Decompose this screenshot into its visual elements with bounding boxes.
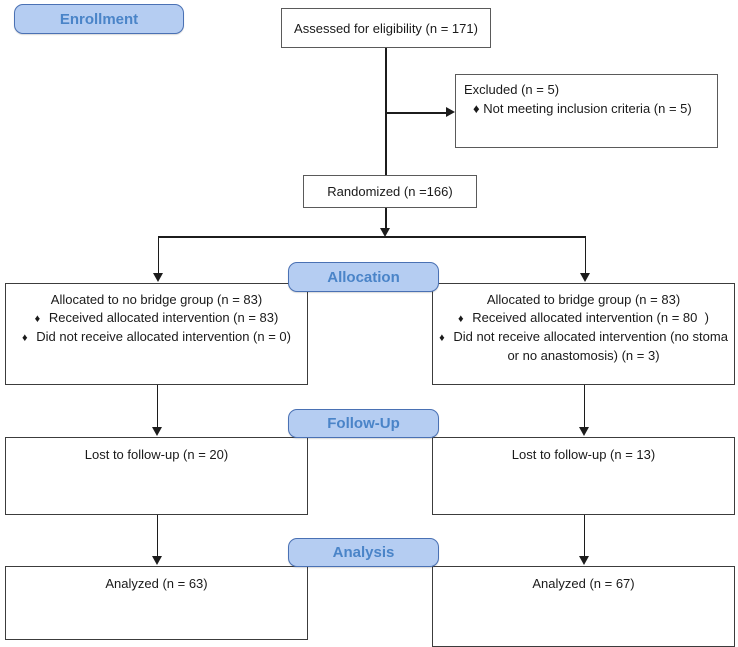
analysis-right-box: Analyzed (n = 67)	[432, 566, 735, 647]
followup-left-text: Lost to follow-up (n = 20)	[84, 447, 229, 462]
allocation-left-bullet-text: Did not receive allocated intervention (…	[36, 329, 291, 345]
bullet-diamond-icon: ♦	[473, 100, 480, 116]
arrowhead-down-icon	[151, 427, 162, 436]
connector-followup-to-analysis-right	[583, 515, 585, 557]
connector-followup-to-analysis-left	[156, 515, 158, 557]
stage-label-analysis: Analysis	[288, 538, 439, 567]
arrowhead-down-icon	[152, 273, 163, 282]
analysis-left-box: Analyzed (n = 63)	[5, 566, 308, 640]
allocation-right-title: Allocated to bridge group (n = 83)	[486, 292, 681, 307]
randomized-text: Randomized (n =166)	[327, 184, 453, 199]
bullet-item: ♦ Did not receive allocated intervention…	[433, 328, 734, 365]
connector-alloc-to-followup-left	[156, 385, 158, 428]
analysis-left-text: Analyzed (n = 63)	[105, 576, 208, 591]
stage-label-enrollment: Enrollment	[14, 4, 184, 34]
connector-alloc-to-followup-right	[583, 385, 585, 428]
allocation-left-box: Allocated to no bridge group (n = 83) ♦ …	[5, 283, 308, 385]
excluded-box: Excluded (n = 5) ♦ Not meeting inclusion…	[455, 74, 718, 148]
followup-right-text: Lost to follow-up (n = 13)	[511, 447, 656, 462]
stage-label-followup: Follow-Up	[288, 409, 439, 438]
allocation-left-title: Allocated to no bridge group (n = 83)	[50, 292, 263, 307]
connector-randomized-to-branch	[385, 208, 387, 229]
allocation-left-bullet-text: Received allocated intervention (n = 83)	[48, 310, 279, 326]
allocation-right-box: Allocated to bridge group (n = 83) ♦ Rec…	[432, 283, 735, 385]
arrowhead-down-icon	[380, 228, 390, 237]
bullet-diamond-icon: ♦	[22, 332, 28, 345]
bullet-item: ♦ Received allocated intervention (n = 8…	[433, 309, 734, 328]
connector-assessed-to-randomized	[385, 48, 387, 175]
allocation-right-bullet-text: Received allocated intervention (n = 80 …	[472, 310, 709, 326]
bullet-diamond-icon: ♦	[439, 332, 445, 345]
assessed-text: Assessed for eligibility (n = 171)	[294, 20, 478, 36]
followup-left-box: Lost to follow-up (n = 20)	[5, 437, 308, 515]
followup-right-box: Lost to follow-up (n = 13)	[432, 437, 735, 515]
connector-branch-to-alloc-right	[584, 236, 586, 274]
arrowhead-down-icon	[578, 556, 589, 565]
analysis-right-text: Analyzed (n = 67)	[532, 576, 635, 591]
bullet-item: ♦ Did not receive allocated intervention…	[6, 328, 307, 347]
arrowhead-down-icon	[151, 556, 162, 565]
assessed-box: Assessed for eligibility (n = 171)	[281, 8, 491, 48]
bullet-diamond-icon: ♦	[34, 313, 41, 326]
arrowhead-down-icon	[579, 273, 590, 282]
arrowhead-down-icon	[578, 427, 589, 436]
excluded-bullet-item: ♦ Not meeting inclusion criteria (n = 5)	[464, 100, 709, 119]
bullet-item: ♦ Received allocated intervention (n = 8…	[6, 309, 307, 328]
stage-label-allocation: Allocation	[288, 262, 439, 292]
randomized-box: Randomized (n =166)	[303, 175, 477, 208]
connector-branch-to-alloc-left	[157, 236, 159, 274]
allocation-right-bullet-text: Did not receive allocated intervention (…	[453, 329, 732, 363]
excluded-bullet-text: Not meeting inclusion criteria (n = 5)	[483, 100, 692, 116]
branch-line	[158, 236, 586, 238]
excluded-title: Excluded (n = 5)	[464, 82, 560, 97]
arrowhead-right-icon	[446, 107, 455, 117]
bullet-diamond-icon: ♦	[458, 313, 464, 326]
connector-to-excluded	[386, 112, 447, 114]
